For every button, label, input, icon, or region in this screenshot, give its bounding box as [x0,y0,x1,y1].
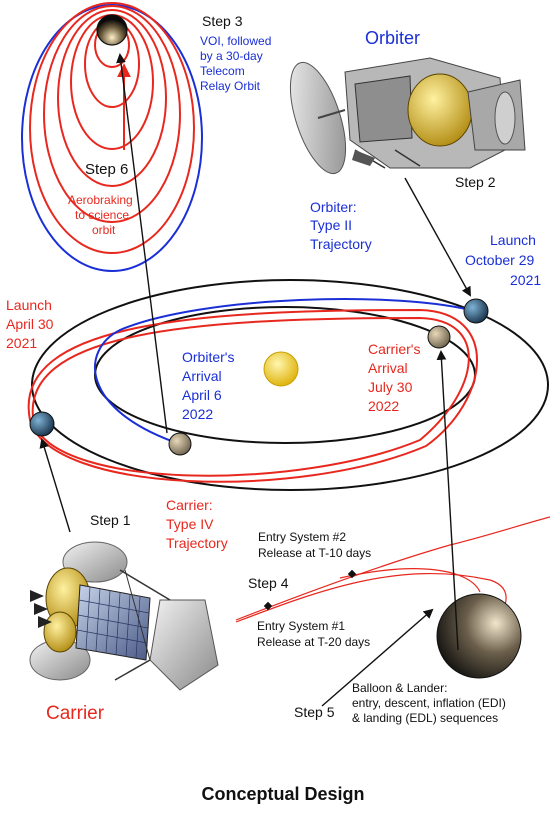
orbiter-arrival-line: Arrival [182,368,222,384]
step2-arrow [404,177,471,297]
entry1-line: Entry System #1 [257,619,345,633]
step3-line: Telecom [200,64,245,78]
approach-path-3 [339,568,481,593]
solar-panel [75,584,151,661]
launch-oct-line: October 29 [465,252,534,268]
earth-launch-october [463,298,489,324]
aerobraking-orbit-1 [29,2,195,254]
entry-system-2-marker [347,569,357,579]
approach-path-2 [235,572,507,623]
entry2-line: Release at T-10 days [258,546,371,560]
carrier-traj-line: Carrier: [166,497,213,513]
orbiter-spacecraft: Orbiter [289,28,526,175]
step6-line: Aerobraking [68,193,133,207]
orbiter-trajectory [94,298,479,445]
orbiter-arrival-line: Orbiter's [182,349,234,365]
entry-approach [235,516,550,679]
step6-title: Step 6 [85,161,128,178]
orbiter-title: Orbiter [365,28,420,48]
step6-line: orbit [92,223,116,237]
entry2-line: Entry System #2 [258,530,346,544]
step2-label: Step 2 [455,174,496,190]
launch-apr-line: April 30 [6,316,54,332]
balloon-line: & landing (EDL) sequences [352,711,498,725]
orbiter-arrival-line: 2022 [182,406,213,422]
carrier-arrival-line: Carrier's [368,341,420,357]
launch-oct-line: 2021 [510,272,541,288]
orbiter-traj-line: Orbiter: [310,199,357,215]
orbit-insertion-panel: Step 3 VOI, followed by a 30-day Telecom… [21,2,271,272]
carrier-arrival-line: July 30 [368,379,413,395]
carrier-trajectory-2 [27,308,478,483]
step4-label: Step 4 [248,575,289,591]
step3-line: VOI, followed [200,34,271,48]
orbiter-traj-line: Type II [310,217,352,233]
footer-title: Conceptual Design [201,784,364,804]
step1-arrow [39,438,71,533]
carrier-spacecraft: Carrier [29,541,219,724]
aerobraking-orbit-3 [57,9,167,187]
approach-path-1 [235,516,550,621]
step3-line: Relay Orbit [200,79,261,93]
launch-apr-line: Launch [6,297,52,313]
thruster [30,590,44,602]
thruster [38,616,52,628]
venus-planet-top [96,14,128,46]
carrier-arrival-line: 2022 [368,398,399,414]
earth-launch-april [29,411,55,437]
step1-label: Step 1 [90,512,131,528]
step5-arrow [321,608,434,707]
interplanetary-orbits [27,279,549,491]
thruster [34,603,48,615]
carrier-arrival-arrow [436,350,459,651]
carrier-arrival-line: Arrival [368,360,408,376]
sun [263,351,299,387]
launch-apr-line: 2021 [6,335,37,351]
carrier-traj-line: Trajectory [166,535,228,551]
entry-aeroshell [149,599,219,691]
step3-line: by a 30-day [200,49,263,63]
carrier-traj-line: Type IV [166,516,214,532]
orbiter-arrival-arrow [116,53,168,434]
entry-system-1-marker [263,601,273,611]
balloon-line: Balloon & Lander: [352,681,447,695]
aerobraking-orbit-2 [43,5,181,223]
entry1-line: Release at T-20 days [257,635,370,649]
step5-label: Step 5 [294,704,335,720]
orbiter-traj-line: Trajectory [310,236,372,252]
venus-approach-planet [436,593,522,679]
orbiter-panel [354,75,413,143]
carrier-title: Carrier [46,703,105,724]
launch-oct-line: Launch [490,232,536,248]
step6-line: to science [75,208,129,222]
venus-orbiter-arrival [168,432,192,456]
carrier-trajectory-1 [31,316,470,477]
venus-carrier-arrival [427,325,451,349]
balloon-line: entry, descent, inflation (EDI) [352,696,506,710]
propellant-tank [407,73,473,147]
step3-title: Step 3 [202,13,243,29]
orbiter-arrival-line: April 6 [182,387,222,403]
